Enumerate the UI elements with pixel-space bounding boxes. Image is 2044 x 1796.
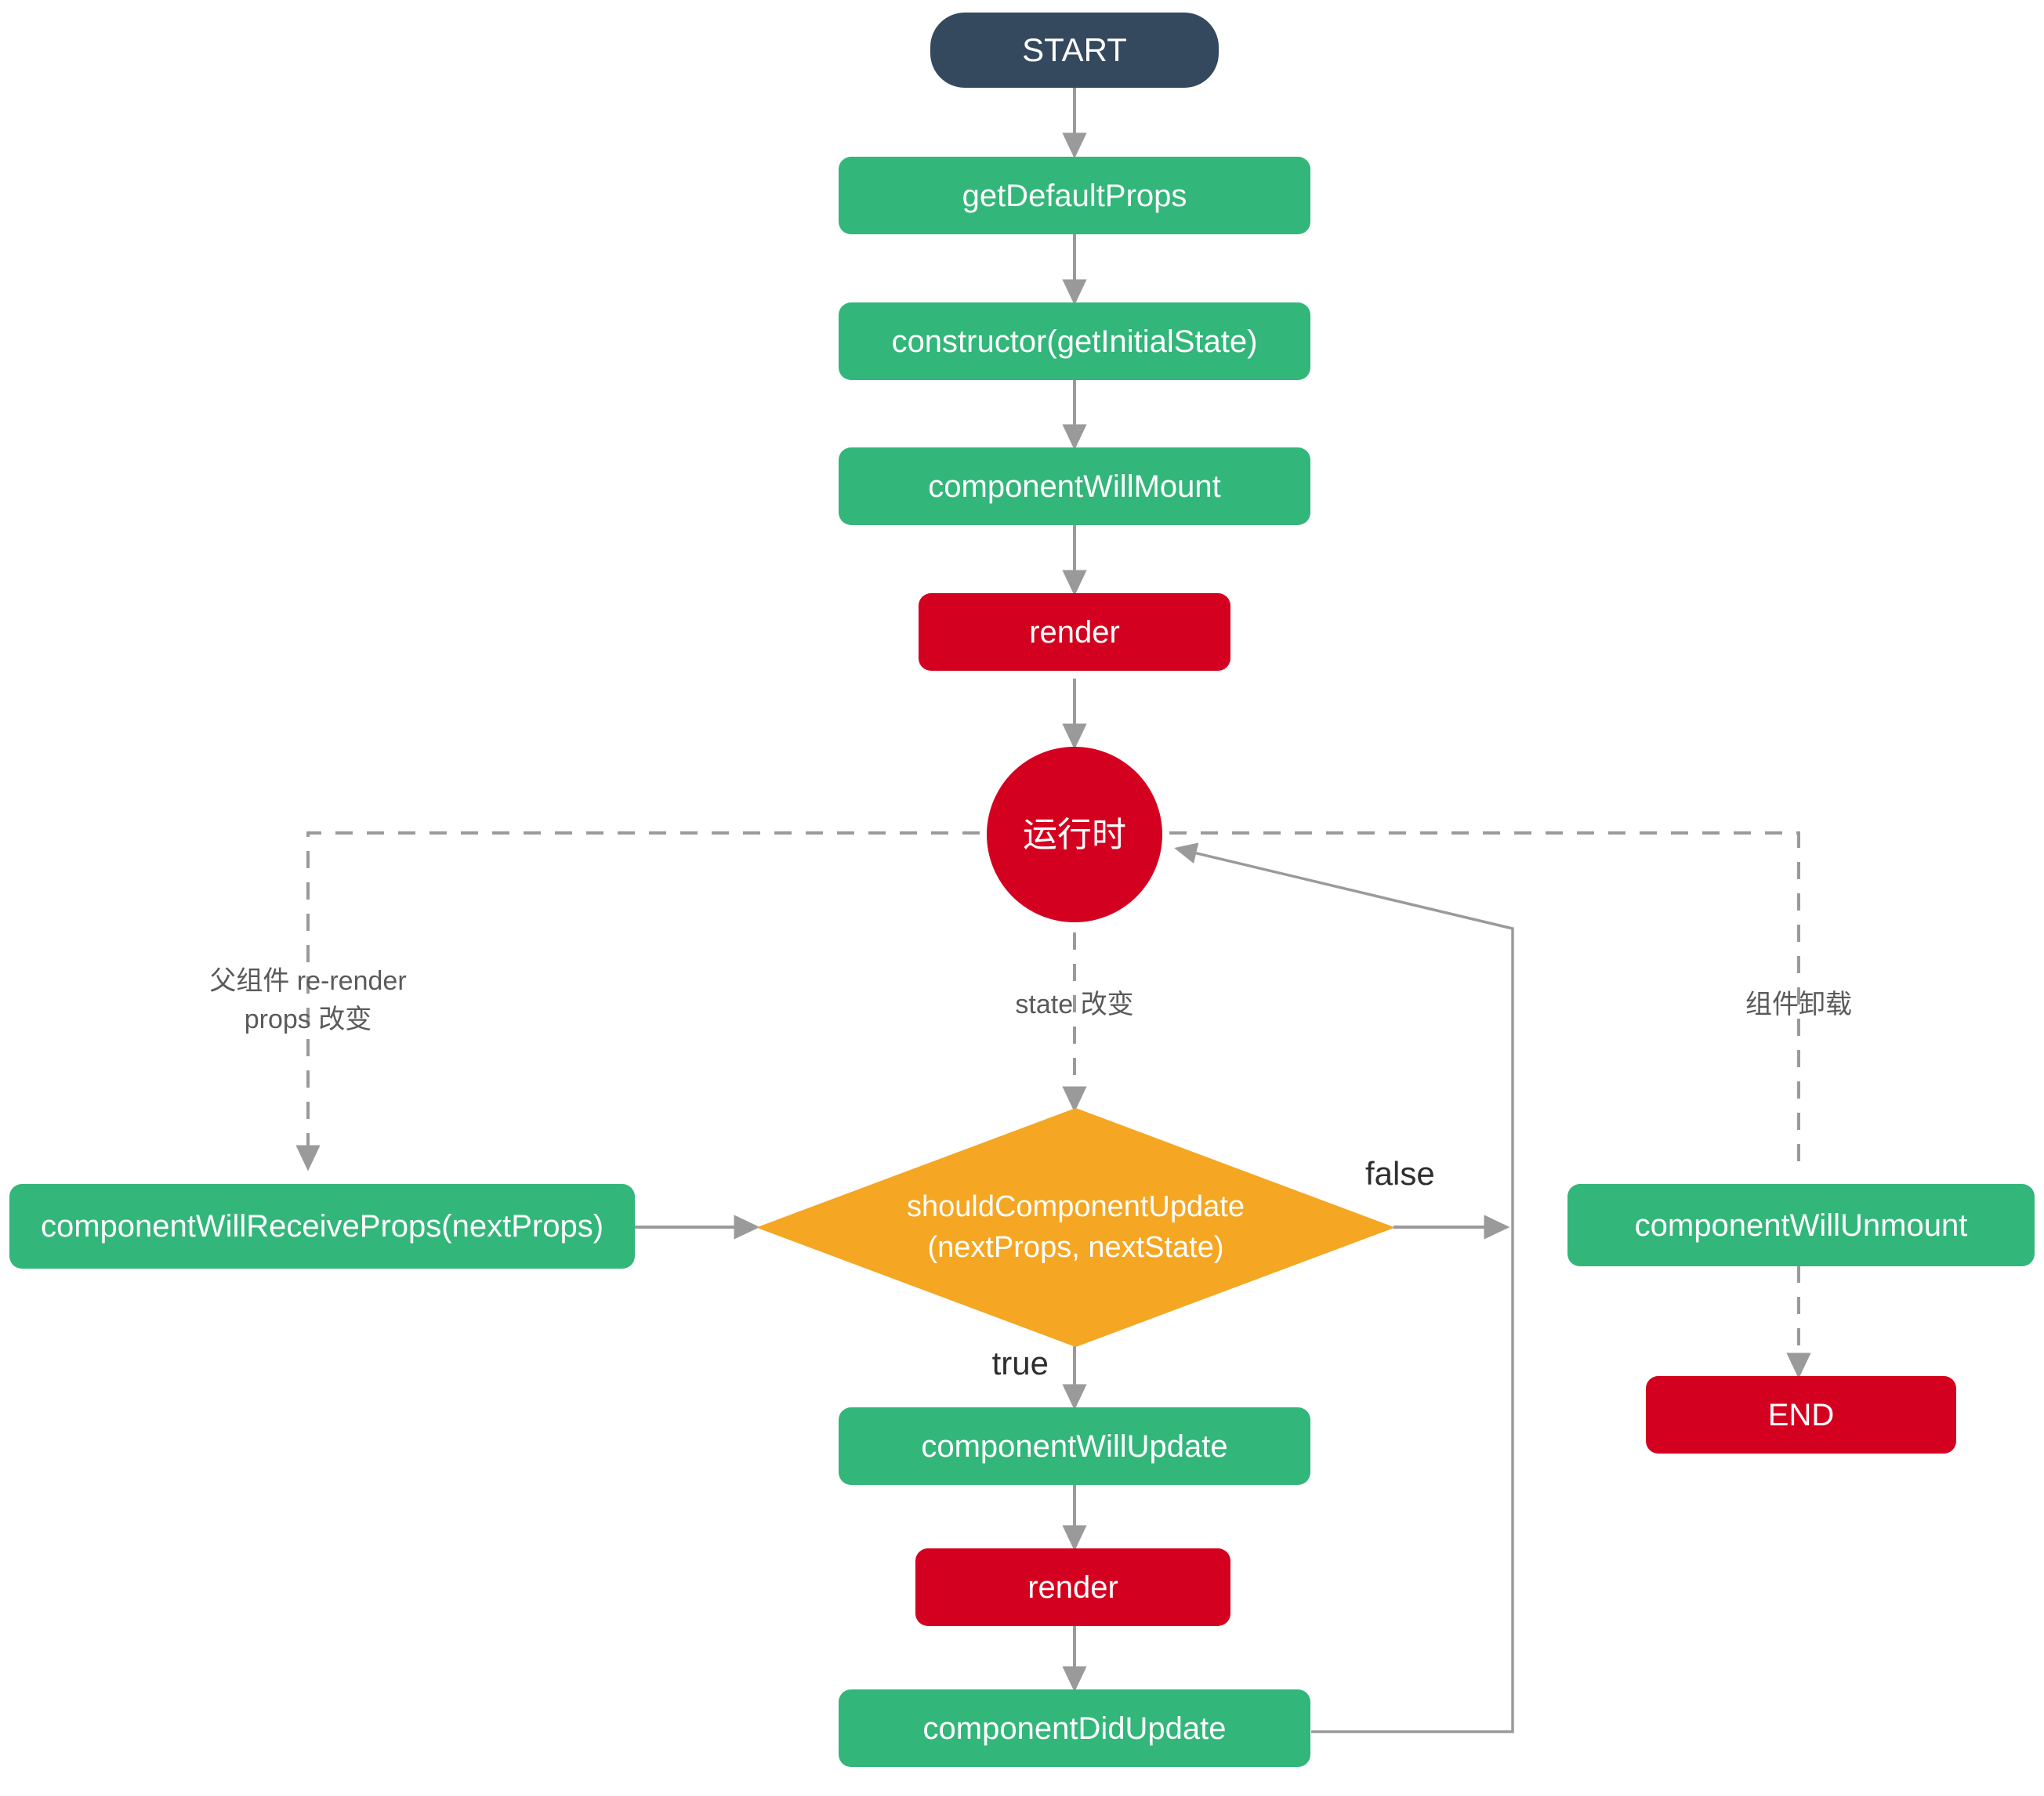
node-component-will-update-label: componentWillUpdate: [921, 1428, 1228, 1464]
node-start[interactable]: START: [930, 13, 1219, 88]
node-render-update-label: render: [1027, 1570, 1118, 1605]
node-runtime[interactable]: 运行时: [987, 747, 1162, 922]
node-component-will-unmount[interactable]: componentWillUnmount: [1567, 1184, 2035, 1266]
node-component-will-receive-props[interactable]: componentWillReceiveProps(nextProps): [9, 1184, 635, 1269]
node-end-label: END: [1767, 1397, 1835, 1432]
node-component-did-update-label: componentDidUpdate: [922, 1711, 1227, 1746]
node-component-will-mount[interactable]: componentWillMount: [839, 447, 1310, 525]
node-component-will-receive-props-label: componentWillReceiveProps(nextProps): [40, 1209, 604, 1244]
edge-label-state-change: state 改变: [1015, 990, 1134, 1019]
node-component-will-mount-label: componentWillMount: [928, 469, 1221, 504]
edge-label-unmount: 组件卸载: [1745, 990, 1852, 1019]
node-component-did-update[interactable]: componentDidUpdate: [839, 1689, 1310, 1767]
node-render-initial[interactable]: render: [919, 593, 1230, 671]
node-constructor[interactable]: constructor(getInitialState): [839, 302, 1310, 380]
node-render-update[interactable]: render: [915, 1548, 1230, 1626]
node-get-default-props-label: getDefaultProps: [962, 178, 1187, 213]
node-should-component-update[interactable]: shouldComponentUpdate (nextProps, nextSt…: [756, 1108, 1395, 1347]
node-end[interactable]: END: [1646, 1376, 1956, 1454]
node-start-label: START: [1022, 31, 1127, 68]
node-runtime-label: 运行时: [1023, 815, 1126, 854]
node-constructor-label: constructor(getInitialState): [891, 324, 1258, 359]
node-render-initial-label: render: [1029, 614, 1120, 650]
edge-label-props-change: 父组件 re-render props 改变: [209, 966, 407, 1035]
edge-label-false: false: [1365, 1155, 1435, 1192]
node-get-default-props[interactable]: getDefaultProps: [839, 157, 1310, 234]
node-component-will-update[interactable]: componentWillUpdate: [839, 1407, 1310, 1485]
node-should-component-update-label: shouldComponentUpdate (nextProps, nextSt…: [907, 1190, 1245, 1264]
node-component-will-unmount-label: componentWillUnmount: [1634, 1208, 1968, 1243]
edge-label-true: true: [991, 1345, 1049, 1381]
